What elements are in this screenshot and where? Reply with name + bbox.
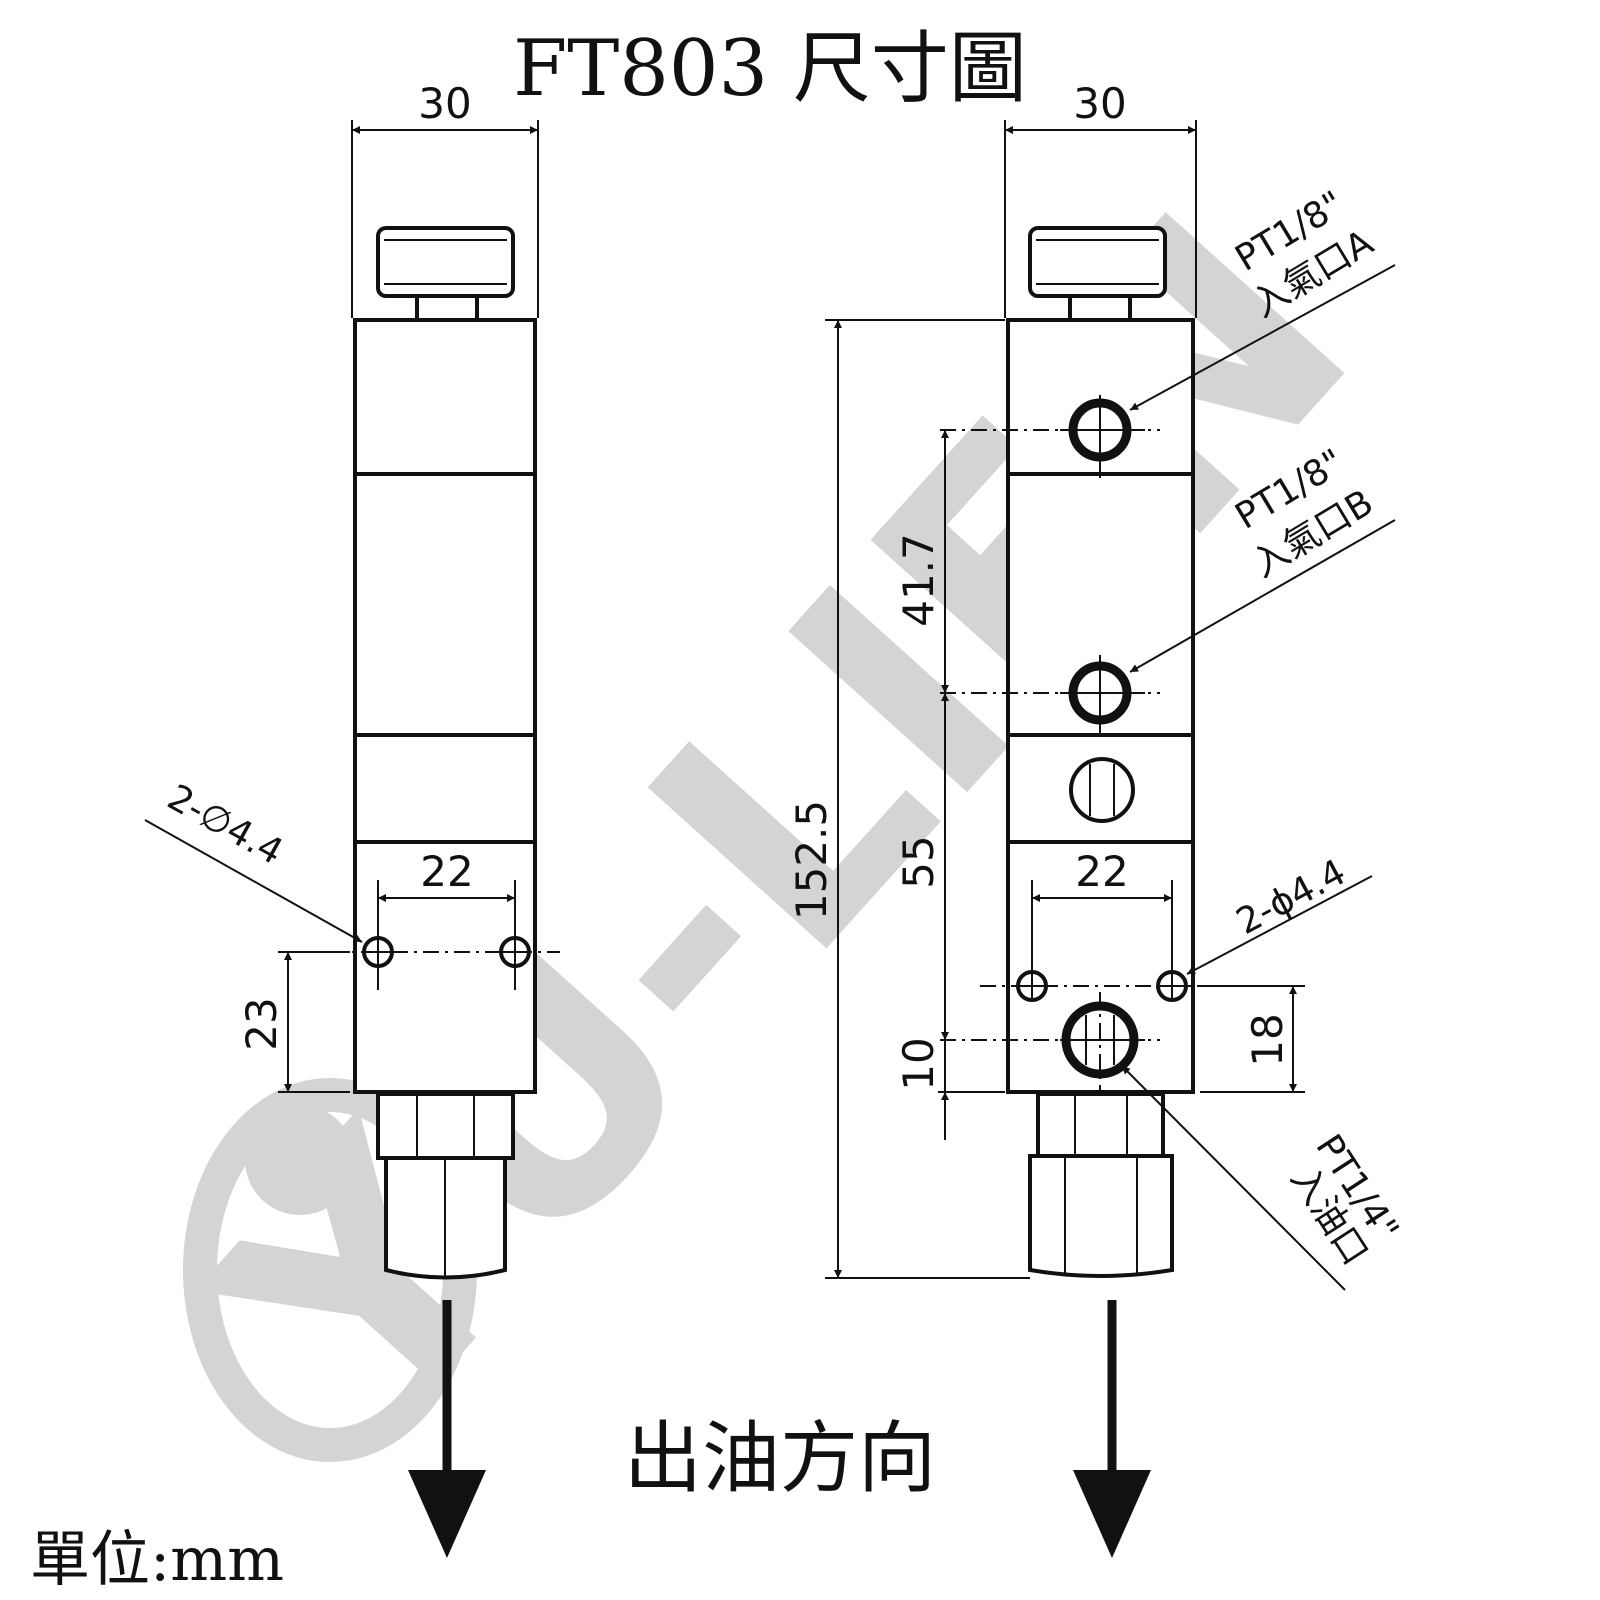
right-bottom-offset-dim: 10 — [894, 1037, 943, 1090]
left-valve-body — [353, 318, 537, 1094]
right-hole-spacing-dim: 22 — [1075, 847, 1128, 896]
page-title: FT803 尺寸圖 — [513, 24, 1027, 114]
flow-arrows — [408, 1300, 1151, 1558]
left-hex-nut — [376, 1092, 515, 1160]
left-flow-arrow-head — [408, 1470, 486, 1558]
right-width-dim: 30 — [1073, 79, 1126, 128]
left-width-dim: 30 — [418, 79, 471, 128]
left-hole-spacing-dim: 22 — [420, 847, 473, 896]
right-hole-label: 2-ϕ4.4 — [1230, 852, 1352, 943]
left-knob — [376, 226, 515, 298]
left-hole-label: 2-∅4.4 — [161, 777, 290, 873]
units-label: 單位:mm — [30, 1525, 284, 1595]
right-flow-arrow-head — [1073, 1470, 1151, 1558]
right-knob-stem — [1068, 294, 1132, 322]
right-hex-nut — [1036, 1092, 1165, 1158]
slotted-screw — [1069, 757, 1135, 823]
port-a-spacing-dim: 41.7 — [894, 533, 943, 627]
right-knob — [1028, 226, 1167, 298]
port-b-spacing-dim: 55 — [894, 835, 943, 888]
watermark-logo-dot — [245, 1105, 355, 1215]
left-hole-height-dim: 23 — [237, 997, 286, 1050]
right-fitting — [1028, 1154, 1174, 1278]
left-view: 30 22 23 2-∅4.4 — [144, 79, 560, 1280]
left-knob-stem — [415, 294, 479, 322]
right-total-height-dim: 152.5 — [787, 800, 836, 920]
flow-direction-label: 出油方向 — [624, 1414, 936, 1504]
watermark: YU-LIEN — [144, 146, 1422, 1506]
right-hole-height-dim: 18 — [1243, 1013, 1292, 1066]
watermark-text: YU-LIEN — [144, 146, 1422, 1506]
